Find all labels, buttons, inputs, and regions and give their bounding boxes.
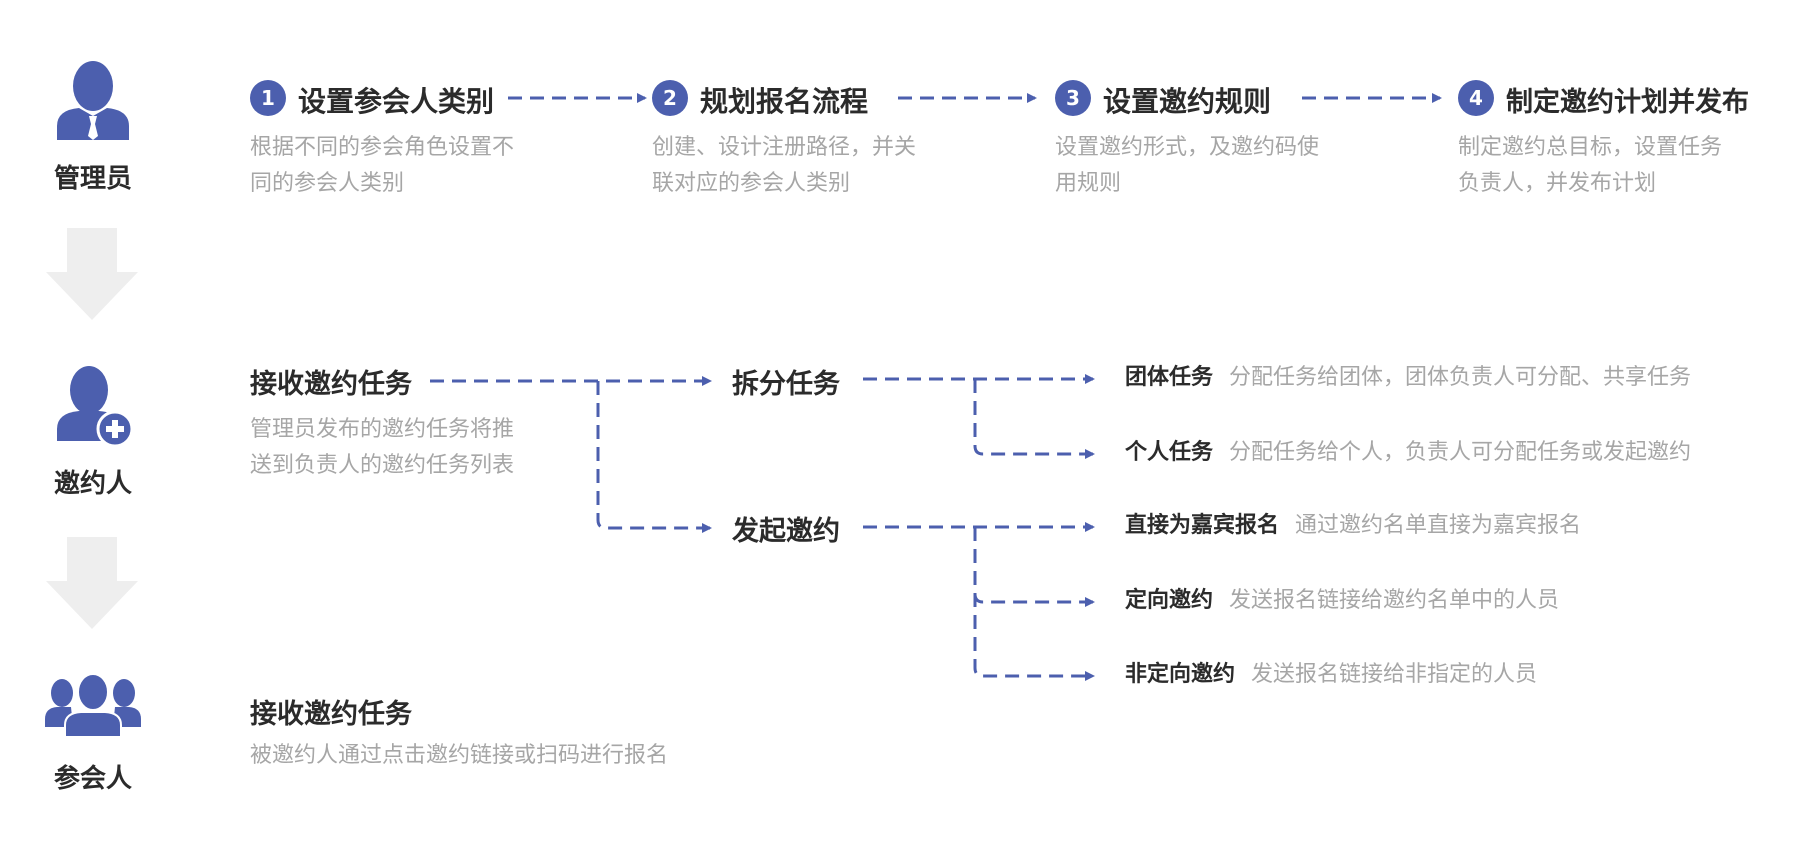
leaf-desc: 分配任务给个人，负责人可分配任务或发起邀约 — [1229, 440, 1692, 465]
leaf-direct-register: 直接为嘉宾报名通过邀约名单直接为嘉宾报名 — [1125, 511, 1581, 541]
start-invite-title: 发起邀约 — [732, 516, 840, 547]
attendee-receive-title: 接收邀约任务 — [250, 699, 412, 730]
group-people-icon — [45, 673, 141, 741]
step-title-2: 规划报名流程 — [700, 85, 869, 118]
leaf-name: 个人任务 — [1125, 440, 1214, 465]
step-title-1: 设置参会人类别 — [298, 85, 495, 118]
leaf-group-task: 团体任务分配任务给团体，团体负责人可分配、共享任务 — [1125, 363, 1691, 393]
step-desc-1: 根据不同的参会角色设置不同的参会人类别 — [250, 135, 515, 196]
step-number-3: 3 — [1055, 80, 1091, 116]
leaf-name: 非定向邀约 — [1125, 662, 1236, 687]
step-desc-3: 设置邀约形式，及邀约码使用规则 — [1055, 135, 1320, 196]
role-label-inviter: 邀约人 — [53, 469, 132, 499]
role-label-attendee: 参会人 — [53, 764, 132, 794]
step-number-1: 1 — [250, 80, 286, 116]
step-title-4: 制定邀约计划并发布 — [1506, 87, 1749, 118]
leaf-name: 团体任务 — [1125, 365, 1214, 390]
leaf-targeted-invite: 定向邀约发送报名链接给邀约名单中的人员 — [1125, 586, 1559, 616]
leaf-name: 直接为嘉宾报名 — [1125, 513, 1280, 538]
split-task-title: 拆分任务 — [732, 369, 840, 400]
inviter-receive-desc: 管理员发布的邀约任务将推送到负责人的邀约任务列表 — [250, 417, 515, 478]
step-title-3: 设置邀约规则 — [1103, 85, 1272, 118]
step-desc-4: 制定邀约总目标，设置任务负责人，并发布计划 — [1458, 135, 1723, 196]
step-desc-2: 创建、设计注册路径，并关联对应的参会人类别 — [652, 135, 917, 196]
step-number-2: 2 — [652, 80, 688, 116]
add-person-icon — [55, 365, 135, 449]
arrow-receive-invite — [596, 381, 712, 533]
leaf-name: 定向邀约 — [1125, 588, 1214, 613]
arrow-split-personal — [973, 379, 1095, 459]
leaf-desc: 通过邀约名单直接为嘉宾报名 — [1295, 513, 1582, 538]
leaf-untargeted-invite: 非定向邀约发送报名链接给非指定的人员 — [1125, 660, 1537, 690]
attendee-receive-desc: 被邀约人通过点击邀约链接或扫码进行报名 — [250, 743, 669, 768]
down-arrow-1 — [46, 228, 138, 320]
leaf-desc: 发送报名链接给邀约名单中的人员 — [1229, 588, 1560, 613]
leaf-personal-task: 个人任务分配任务给个人，负责人可分配任务或发起邀约 — [1125, 438, 1691, 468]
inviter-receive-title: 接收邀约任务 — [250, 369, 412, 400]
leaf-desc: 发送报名链接给非指定的人员 — [1251, 662, 1538, 687]
admin-person-icon — [55, 60, 131, 144]
role-label-admin: 管理员 — [53, 164, 132, 194]
step-number-4: 4 — [1458, 80, 1494, 116]
leaf-desc: 分配任务给团体，团体负责人可分配、共享任务 — [1229, 365, 1692, 390]
down-arrow-2 — [46, 537, 138, 629]
arrow-invite-untargeted — [973, 527, 1095, 681]
arrow-invite-targeted — [973, 527, 1095, 607]
